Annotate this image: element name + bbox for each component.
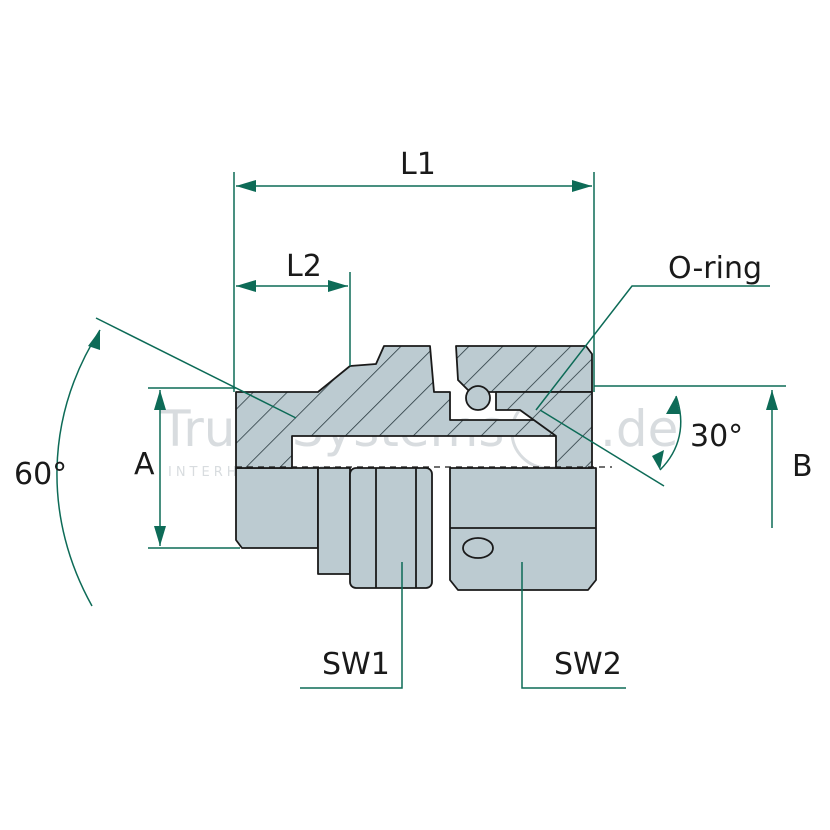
- angle60-arc: [56, 329, 101, 607]
- thread-stub: [235, 467, 319, 549]
- dimensions: [56, 172, 786, 689]
- label-a: A: [134, 447, 155, 482]
- angle30-leg: [539, 409, 665, 487]
- label-sw1: SW1: [322, 647, 390, 682]
- label-angle30: 30°: [690, 419, 743, 454]
- label-oring: O-ring: [668, 251, 762, 286]
- fitting-body: [235, 345, 612, 591]
- label-b: B: [792, 449, 813, 484]
- label-l2: L2: [286, 249, 322, 284]
- labels: L1 L2 O-ring A B 60° 30° SW1 SW2: [14, 147, 813, 682]
- nut-section: [455, 345, 593, 393]
- sw1-leader: [300, 562, 403, 689]
- angle30-arc: [659, 395, 682, 471]
- oring-leader: [535, 285, 770, 411]
- o-ring: [465, 385, 491, 411]
- arrowheads: [88, 180, 778, 546]
- nut-section-inner: [495, 391, 593, 469]
- collar: [317, 467, 351, 575]
- nut-sw2: [449, 467, 597, 591]
- label-l1: L1: [400, 147, 436, 182]
- angle60-leg: [95, 317, 297, 419]
- hex-sw1: [349, 467, 433, 589]
- label-angle60: 60°: [14, 457, 67, 492]
- sw2-leader: [521, 562, 626, 689]
- watermark-tld: .de: [600, 400, 678, 458]
- body-section: [235, 345, 557, 469]
- label-sw2: SW2: [554, 647, 622, 682]
- nut-hole: [462, 537, 494, 559]
